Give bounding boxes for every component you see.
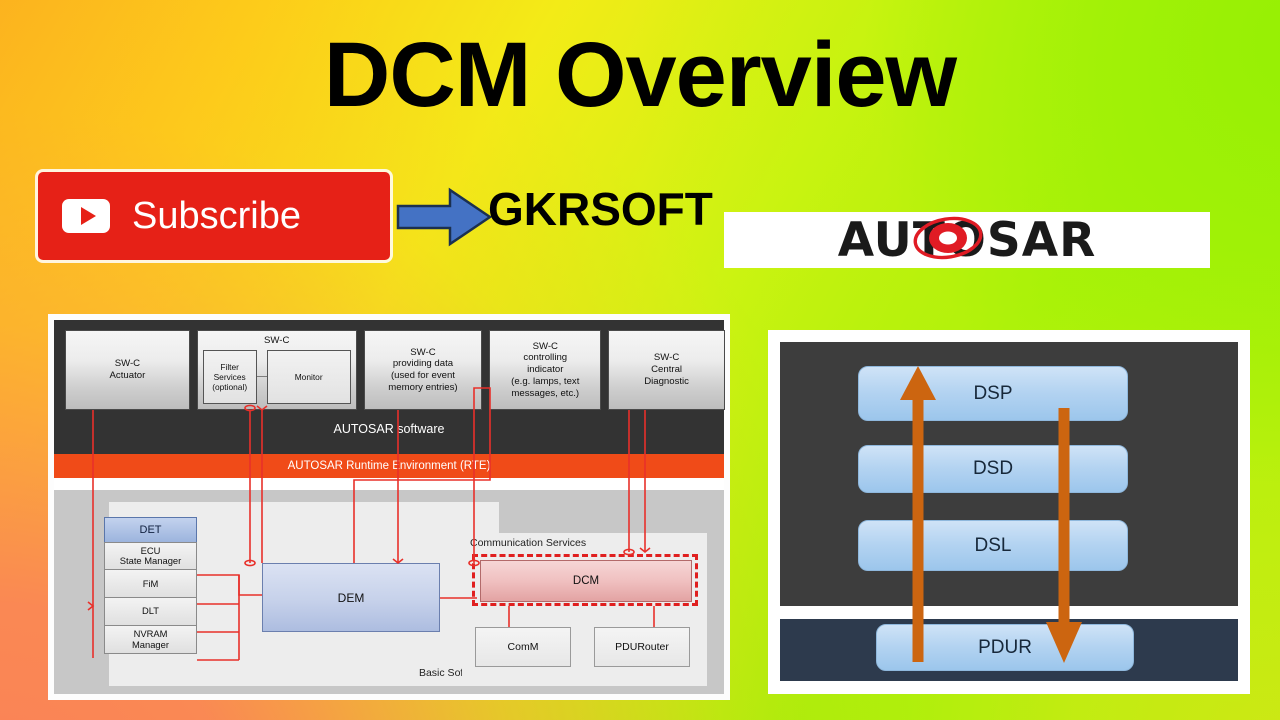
swc-central-diagnostic-title: SW-C (653, 352, 680, 364)
subscribe-label: Subscribe (132, 194, 301, 237)
right-arrow-icon (396, 186, 493, 253)
layer-separator (54, 478, 724, 490)
rte-label: AUTOSAR Runtime Environment (RTE) (287, 460, 491, 472)
autosar-software-label: AUTOSAR software (333, 422, 445, 436)
subscribe-button[interactable]: Subscribe (38, 172, 390, 260)
swc-providing-data-title: SW-C (410, 346, 436, 358)
swc-internal-link (256, 376, 267, 378)
pdur-layer[interactable]: PDUR (876, 624, 1134, 671)
brand-name: GKRSOFT (488, 183, 713, 235)
youtube-play-icon (62, 199, 110, 233)
swc-monitor-label: Monitor (294, 371, 323, 382)
dsp-layer[interactable]: DSP (858, 366, 1128, 421)
rte-band: AUTOSAR Runtime Environment (RTE) (54, 454, 724, 478)
swc-actuator-title: SW-C (114, 358, 141, 370)
swc-controlling-indicator-title: SW-C (532, 340, 558, 352)
swc-monitor-box[interactable]: Monitor (266, 349, 351, 404)
det-box[interactable]: DET (104, 516, 197, 543)
swc-actuator[interactable]: SW-C Actuator (65, 330, 190, 410)
autosar-architecture-diagram: AUTOSAR software AUTOSAR Runtime Environ… (48, 314, 730, 700)
communication-services-label: Communication Services (470, 537, 587, 549)
dcm-box[interactable]: DCM (480, 560, 692, 602)
dcm-layers-diagram: DSP DSD DSL PDUR (768, 330, 1250, 694)
page-title: DCM Overview (323, 24, 957, 126)
comm-box[interactable]: ComM (475, 627, 571, 667)
dsl-layer[interactable]: DSL (858, 520, 1128, 571)
dcm-lower-panel: PDUR (780, 619, 1238, 681)
dsd-layer[interactable]: DSD (858, 445, 1128, 493)
dem-box[interactable]: DEM (262, 563, 440, 632)
autosar-ring-icon (913, 216, 983, 260)
communication-services-group: Communication Services DCM ComM PDURoute… (462, 533, 707, 686)
autosar-logo: AUTOSAR (724, 212, 1210, 268)
swc-actuator-subtitle: Actuator (109, 370, 146, 381)
dcm-highlight-border: DCM (472, 554, 698, 606)
swc-monitor-group-title: SW-C (263, 335, 290, 346)
dlt-box[interactable]: DLT (104, 597, 197, 627)
fim-box[interactable]: FiM (104, 569, 197, 599)
dcm-upper-panel: DSP DSD DSL (780, 342, 1238, 606)
pdurouter-box[interactable]: PDURouter (594, 627, 690, 667)
